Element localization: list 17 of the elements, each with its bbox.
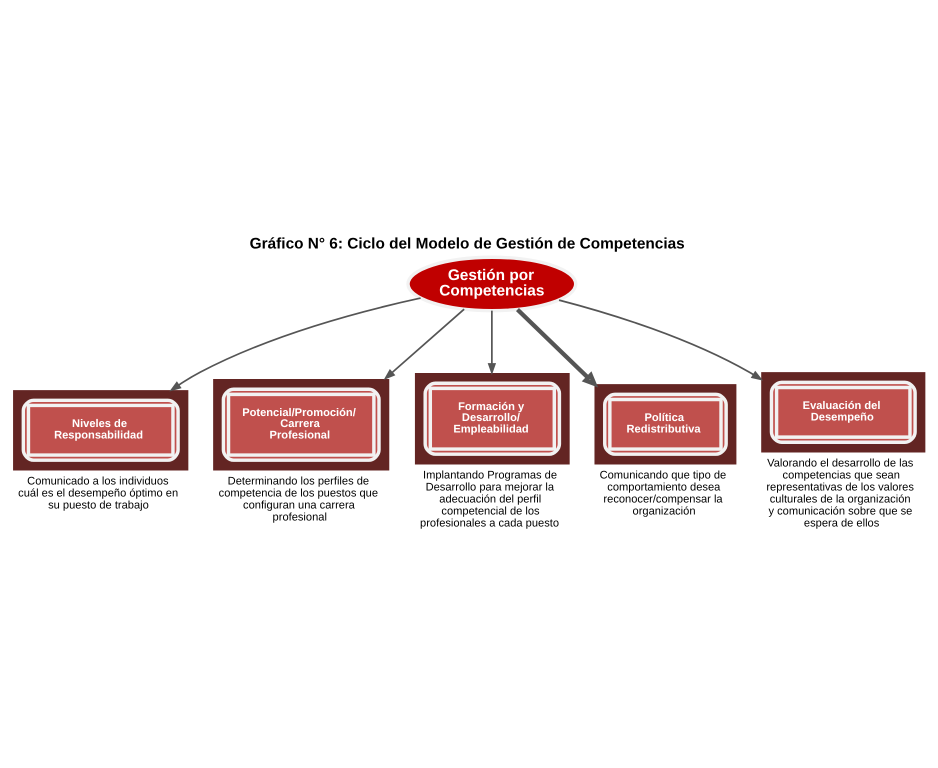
arrow bbox=[558, 299, 764, 381]
node-label: Comunicado a los individuos cuál es el desempeño óptimo en su puesto de trabajo bbox=[18, 475, 178, 512]
node-label: Determinando los perfiles de competencia de los puestos que configuran una carrera profesional bbox=[218, 475, 378, 524]
node-label: Valorando el desarrollo de las competencias que sean representativas de los valores culturales de la organización y comunicación sobre que se espera de ellos bbox=[766, 458, 914, 530]
arrow bbox=[384, 308, 465, 380]
arrow bbox=[516, 308, 598, 388]
diagram-title: Gráfico N° 6: Ciclo del Modelo de Gestión de Competencias bbox=[250, 235, 685, 252]
node-box: Potencial/Promoción/ Carrera Profesional bbox=[213, 378, 390, 470]
node-label: Implantando Programas de Desarrollo para mejorar la adecuación del perfil competencial de los profesionales a cada puesto bbox=[420, 469, 560, 530]
node-box: Evaluación del Desempeño bbox=[761, 372, 926, 452]
node-box: Niveles de Responsabilidad bbox=[13, 390, 188, 470]
node-box: Política Redistributiva bbox=[594, 384, 736, 464]
arrow bbox=[488, 310, 496, 376]
node-label: Comunicando que tipo de comportamiento desea reconocer/compensar la organización bbox=[600, 469, 726, 518]
arrow bbox=[169, 297, 421, 392]
node-box: Formación y Desarrollo/ Empleabilidad bbox=[414, 372, 570, 464]
node-ellipse: Gestión por Competencias bbox=[406, 256, 578, 312]
